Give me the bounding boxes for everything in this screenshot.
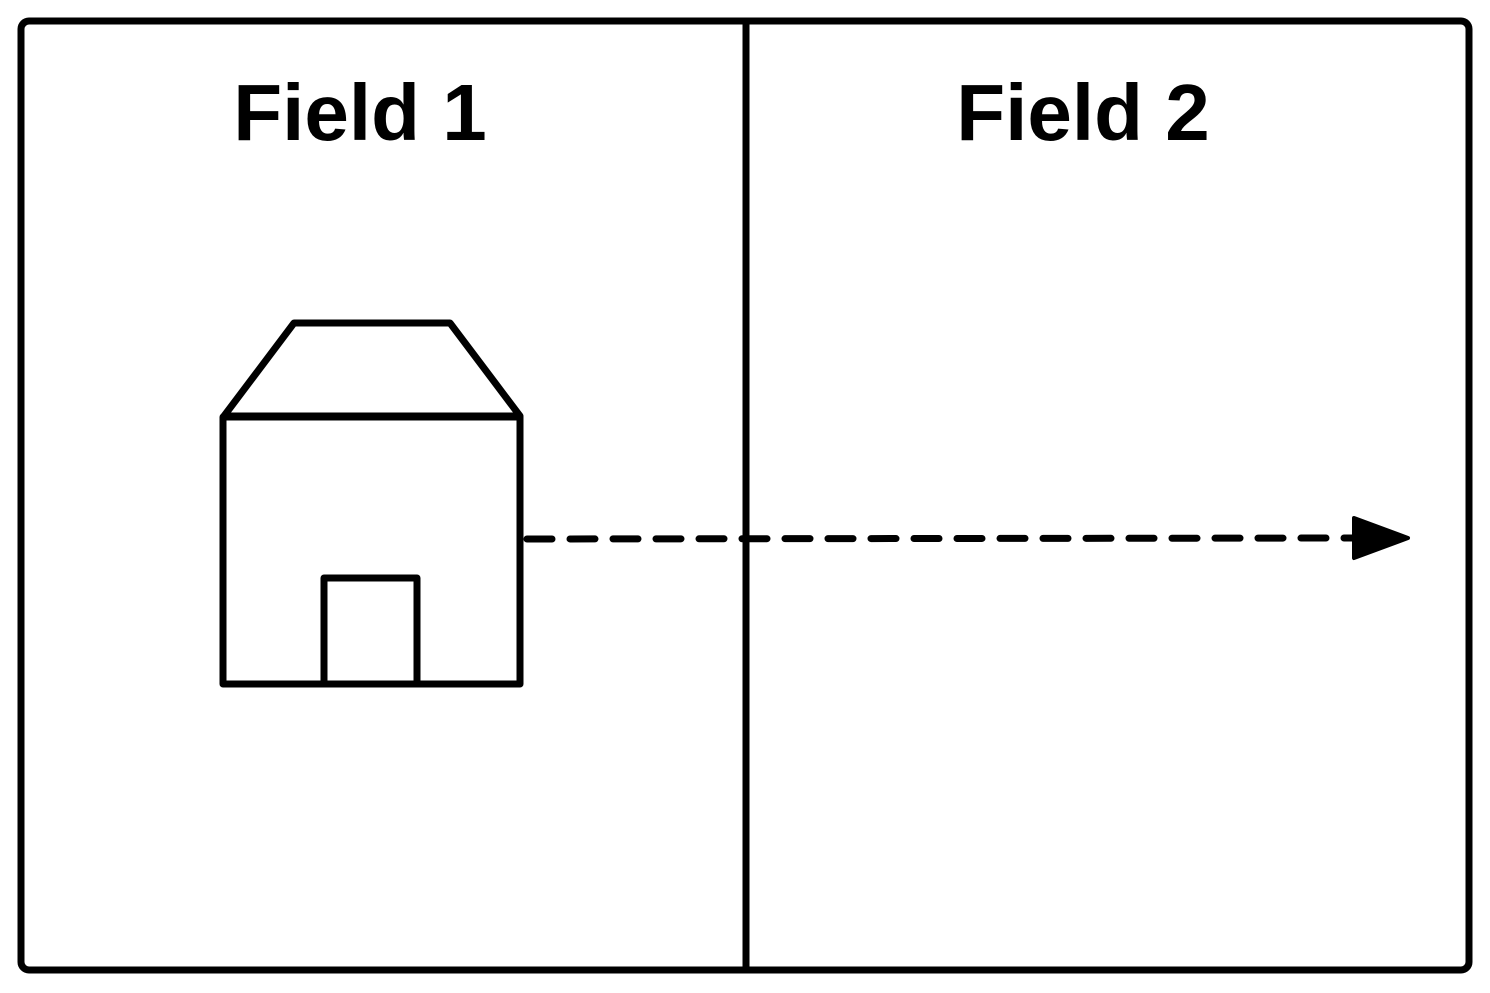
house-icon (219, 319, 524, 688)
house-roof (220, 319, 524, 420)
house-door (320, 574, 421, 688)
dashed-arrow (523, 516, 1410, 560)
arrow-shaft (523, 534, 1356, 543)
field-2-title: Field 2 (956, 68, 1209, 157)
house-body (219, 413, 524, 688)
arrow-head (1352, 516, 1410, 560)
field-1-title: Field 1 (233, 68, 486, 157)
